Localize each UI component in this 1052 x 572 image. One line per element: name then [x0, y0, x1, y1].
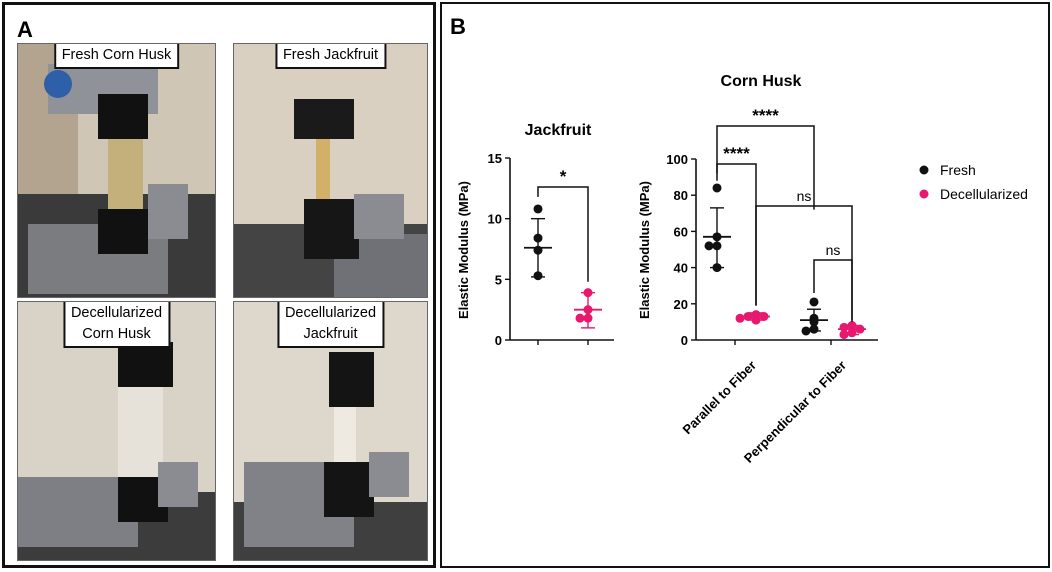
cornhusk-ytick-label-2: 40 [674, 261, 688, 276]
cornhusk-sig-2-label: **** [752, 106, 779, 125]
cornhusk-perpendicular-fresh-point-0 [809, 297, 819, 307]
photo-4-image [234, 302, 427, 560]
photo-2-label-line-1: Fresh Jackfruit [282, 47, 379, 63]
panel-b-letter: B [450, 14, 466, 39]
cornhusk-sig-4-label: ns [826, 242, 841, 258]
cornhusk-ytick-label-0: 0 [681, 333, 688, 348]
cornhusk-parallel-fresh-point-2 [712, 241, 722, 251]
cornhusk-parallel-decellularized-point-1 [743, 311, 753, 321]
photo-fresh-jackfruit: Fresh Jackfruit [233, 43, 428, 298]
photo-4-label-line-2: Jackfruit [303, 326, 358, 342]
sample-strip-4 [334, 407, 356, 462]
photo-3-label-line-1: Decellularized [70, 305, 163, 321]
photo-decellularized-corn-husk: Decellularized Corn Husk [17, 301, 216, 561]
jackfruit-ylabel: Elastic Modulus (MPa) [456, 181, 471, 319]
panel-a-letter: A [17, 17, 33, 42]
photo-4-label-line-1: Decellularized [284, 305, 377, 321]
cornhusk-parallel-decellularized-point-2 [759, 311, 769, 321]
cornhusk-parallel-fresh-point-0 [712, 183, 722, 193]
photo-3-label-line-2: Corn Husk [82, 326, 151, 342]
legend-label-decellularized: Decellularized [940, 186, 1028, 202]
jackfruit-fresh-point-1 [533, 233, 543, 243]
sample-strip-2 [316, 139, 330, 199]
cornhusk-parallel-decellularized-point-3 [735, 313, 745, 323]
photo-1-label: Fresh Corn Husk [53, 44, 180, 69]
jackfruit-decellularized-point-3 [575, 313, 585, 323]
jackfruit-fresh-point-3 [533, 271, 543, 281]
legend-marker-decellularized [919, 189, 929, 199]
cornhusk-perpendicular-decellularized-point-0 [847, 321, 857, 331]
cornhusk-perpendicular-decellularized-point-2 [855, 324, 865, 334]
photo-2-image [234, 44, 427, 297]
jackfruit-ytick-label-2: 10 [488, 212, 502, 227]
cornhusk-perpendicular-decellularized-point-1 [839, 322, 849, 332]
cornhusk-parallel-decellularized-point-4 [751, 315, 761, 325]
cornhusk-perpendicular-decellularized-point-4 [839, 330, 849, 340]
jackfruit-ytick-label-0: 0 [495, 333, 502, 348]
legend-label-fresh: Fresh [940, 162, 976, 178]
cornhusk-sig-1-label: **** [723, 144, 750, 163]
cornhusk-perpendicular-decellularized-point-3 [847, 328, 857, 338]
sample-strip-1 [108, 139, 143, 209]
jackfruit-decellularized-point-1 [583, 305, 593, 315]
panel-b: B Jackfruit Elastic Modulus (MPa) Corn H… [440, 2, 1050, 568]
cornhusk-sig-3-label: ns [797, 188, 812, 204]
jackfruit-sig-label: * [560, 167, 567, 186]
cornhusk-perpendicular-fresh-point-4 [801, 326, 811, 336]
jackfruit-fresh-point-2 [533, 245, 543, 255]
jackfruit-ytick-label-3: 15 [488, 151, 502, 166]
cornhusk-ytick-label-5: 100 [666, 152, 688, 167]
jackfruit-ytick-label-1: 5 [495, 272, 502, 287]
cornhusk-sig-1-bracket [716, 163, 757, 306]
jackfruit-fresh-point-0 [533, 204, 543, 214]
photo-1-label-line-1: Fresh Corn Husk [61, 47, 172, 63]
cornhusk-title: Corn Husk [721, 73, 802, 90]
cornhusk-sig-2-bracket [716, 125, 815, 210]
legend-marker-fresh [919, 165, 929, 175]
cornhusk-ytick-label-3: 60 [674, 224, 688, 239]
jackfruit-sig-bracket [537, 186, 589, 282]
cornhusk-parallel-fresh-point-1 [712, 232, 722, 242]
cornhusk-ylabel: Elastic Modulus (MPa) [637, 181, 652, 319]
cornhusk-category-perpendicular: Perpendicular to Fiber [741, 358, 849, 466]
jackfruit-decellularized-point-0 [583, 288, 593, 298]
panel-a: A Fresh Corn Husk Fresh [2, 2, 436, 568]
panel-b-charts: Jackfruit Elastic Modulus (MPa) Corn Hus… [456, 73, 1028, 466]
cornhusk-perpendicular-fresh-point-2 [809, 317, 819, 327]
cornhusk-sig-4-bracket [813, 259, 853, 321]
photo-4-label: Decellularized Jackfruit [276, 302, 385, 348]
photo-3-image [18, 302, 215, 560]
photo-1-image [18, 44, 215, 297]
cornhusk-parallel-fresh-point-3 [704, 241, 714, 251]
cornhusk-sig-3-bracket [755, 205, 853, 322]
cornhusk-category-parallel: Parallel to Fiber [680, 358, 760, 438]
jackfruit-title: Jackfruit [525, 122, 592, 139]
sample-strip-3 [118, 387, 163, 477]
photo-2-label: Fresh Jackfruit [274, 44, 387, 69]
cornhusk-ytick-label-1: 20 [674, 297, 688, 312]
photo-3-label: Decellularized Corn Husk [62, 302, 171, 348]
photo-fresh-corn-husk: Fresh Corn Husk [17, 43, 216, 298]
jackfruit-decellularized-point-2 [583, 313, 593, 323]
cornhusk-ytick-label-4: 80 [674, 188, 688, 203]
photo-decellularized-jackfruit: Decellularized Jackfruit [233, 301, 428, 561]
cornhusk-parallel-fresh-point-4 [712, 263, 722, 273]
cornhusk-perpendicular-fresh-point-3 [809, 324, 819, 334]
